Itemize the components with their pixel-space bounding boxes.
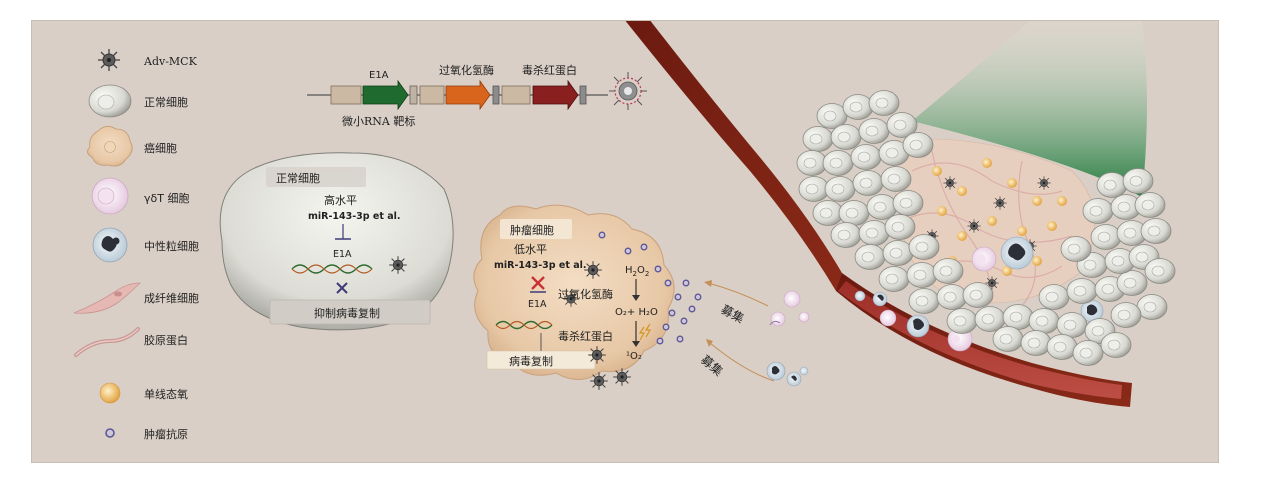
virus-icon [589,371,609,391]
legend-label: 中性粒细胞 [144,239,199,253]
collagen-icon [74,327,140,357]
killer-red-label: 毒杀红蛋白 [522,63,577,77]
normal-level: 高水平 [324,193,357,207]
legend-label: 单线态氧 [144,387,188,401]
tumor-replication: 病毒复制 [509,354,553,368]
tumor-level: 低水平 [514,243,547,256]
inhibit-cross-icon [531,276,545,290]
promoter-box [419,85,445,105]
virus-icon [97,48,121,72]
singlet-oxygen-icon [99,382,121,404]
virus-icon [583,260,603,280]
promoter-box [501,85,531,105]
normal-cell-panel: 正常细胞 高水平 miR-143-3p et al. E1A 抑制病毒复制 [219,152,454,331]
legend-label: 成纤维细胞 [144,292,199,305]
block-cross-icon [336,282,348,294]
vessel-cells [854,290,973,352]
mechanism-diagram: Adv-MCK 正常细胞 癌细胞 γδT 细胞 中性粒细胞 成纤维细胞 [73,21,1176,441]
normal-result: 抑制病毒复制 [314,306,380,320]
figure-panel: Adv-MCK 正常细胞 癌细胞 γδT 细胞 中性粒细胞 成纤维细胞 [31,20,1219,463]
virus-icon [612,367,632,387]
tumor-antigens [598,231,702,345]
legend-label: Adv-MCK [143,55,198,68]
promoter-box [330,85,362,105]
normal-e1a: E1A [333,249,352,260]
tumor-antigen-icon [105,428,115,438]
legend-label: γδT 细胞 [144,192,189,205]
tumor-mass-immune-cells [971,236,1104,323]
killer-red-arrow [532,79,579,111]
neutrophil-icon [92,227,128,263]
o2-h2o-label: O₂+ H₂O [615,307,658,318]
tumor-cell-panel: 肿瘤细胞 低水平 miR-143-3p et al. E1A 过氧化氢酶 毒杀红… [473,204,702,391]
recruitment: 募集 募集 [698,280,810,387]
legend-label: 胶原蛋白 [144,333,188,347]
tumor-cell-title: 肿瘤细胞 [510,223,554,237]
linker-box [579,85,587,105]
virus-icon [587,345,607,365]
tumor-e1a: E1A [528,299,547,310]
adv-mck-virus-icon [609,72,647,110]
normal-cell-icon [88,84,132,118]
e1a-arrow [362,79,409,111]
blood-vessel [625,21,1132,407]
mirna-target-label: 微小RNA 靶标 [342,114,415,128]
tumor-mass [796,90,1176,366]
mirna-target-site [409,85,418,105]
legend-label: 癌细胞 [144,141,177,155]
tumor-catalase: 过氧化氢酶 [558,287,613,301]
recruit-lower-label: 募集 [698,352,726,379]
gamma-delta-t-cell-icon [91,177,129,215]
fibroblast-icon [73,282,141,314]
legend-label: 正常细胞 [144,96,188,109]
linker-box [492,85,500,105]
virus-icon [388,255,408,275]
normal-rna-strand [291,264,373,274]
light-beam [912,21,1147,197]
catalase-arrow [445,79,491,111]
svg-text:H2O2: H2O2 [625,265,649,278]
lightning-icon [638,323,652,341]
tumor-mirna: miR-143-3p et al. [494,260,586,271]
tumor-killer-red: 毒杀红蛋白 [558,329,613,343]
gene-construct: E1A 过氧化氢酶 毒杀红蛋白 微小RNA 靶标 [307,63,647,128]
singlet-oxygen-cluster [932,158,1067,276]
gamma-delta-t-cell-icon [769,290,810,327]
e1a-label: E1A [369,70,389,81]
catalase-label: 过氧化氢酶 [439,63,494,77]
cancer-cell-icon [87,126,133,167]
normal-mirna: miR-143-3p et al. [308,211,400,222]
legend-label: 肿瘤抗原 [144,427,188,441]
neutrophil-icon [766,361,809,387]
normal-cell-title: 正常细胞 [276,172,320,185]
singlet-oxygen-label: ¹O₂ [626,351,642,362]
legend: Adv-MCK 正常细胞 癌细胞 γδT 细胞 中性粒细胞 成纤维细胞 [73,48,199,441]
recruit-upper-label: 募集 [719,301,747,326]
tumor-rna-strand [495,320,553,330]
h2o2-label: H2O2 [625,265,649,278]
